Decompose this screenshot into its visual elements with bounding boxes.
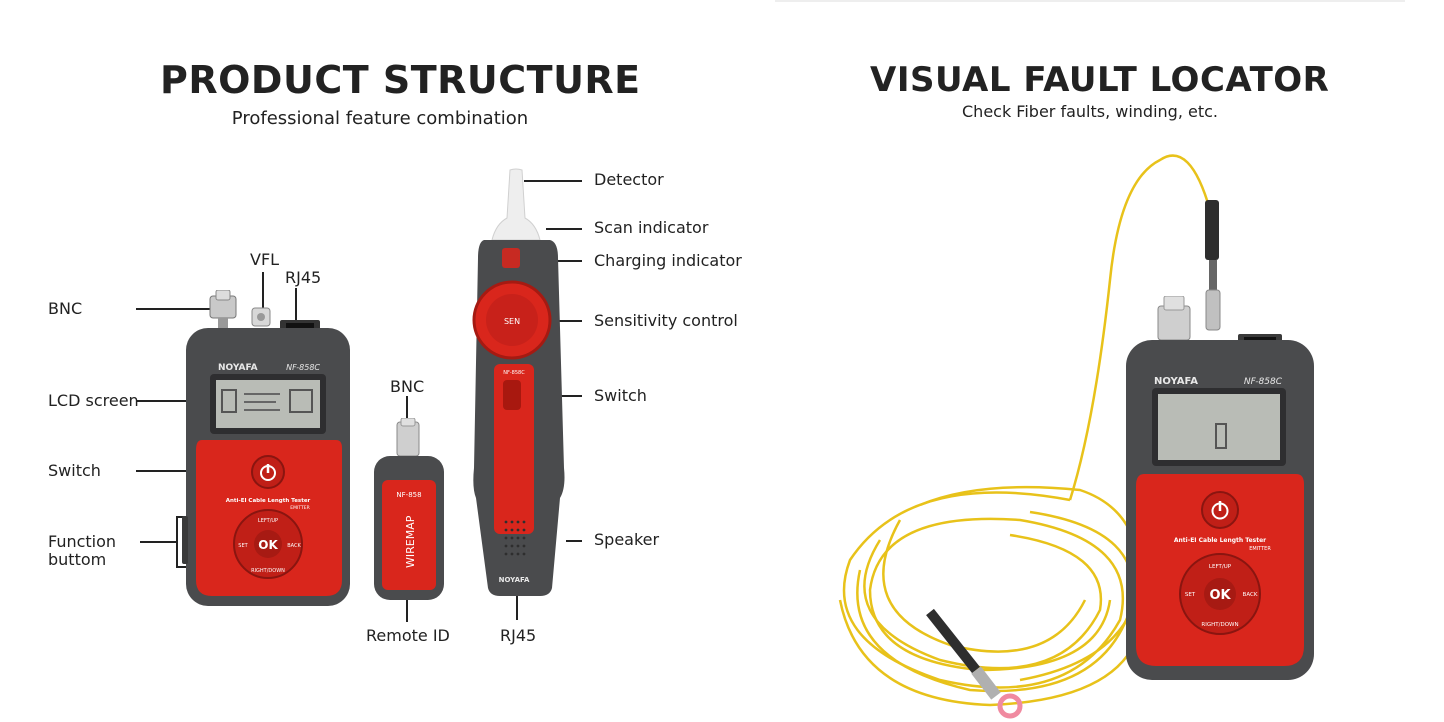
probe-switch[interactable] [503, 380, 521, 410]
tester-main-unit: OK SET BACK LEFT/UP RIGHT/DOWN NOYAFA NF… [182, 290, 350, 606]
vfl-bnc-connector [1157, 296, 1191, 341]
vfl-dpad-left-label: SET [1185, 592, 1196, 598]
function-leader [140, 541, 176, 543]
brand-logo: NOYAFA [218, 363, 258, 373]
product-structure-title: PRODUCT STRUCTURE [160, 58, 641, 102]
vfl-tester-unit: NOYAFA NF-858C Anti-EI Cable Length Test… [1126, 296, 1314, 680]
scan-indicator-led [502, 248, 520, 268]
bnc-connector [209, 290, 237, 328]
scan-leader [546, 228, 582, 230]
label-scan-indicator: Scan indicator [594, 218, 709, 237]
function-bracket-top [176, 516, 188, 518]
fiber-connector-end [926, 608, 1023, 719]
vfl-ok-button[interactable] [1204, 578, 1236, 610]
label-detector: Detector [594, 170, 664, 189]
vfl-tagline-label: Anti-EI Cable Length Tester [1174, 537, 1266, 544]
label-bnc-left: BNC [48, 299, 83, 318]
label-rj45-bottom: RJ45 [500, 626, 537, 645]
bnc-mid-leader [406, 396, 408, 418]
vfl-title: VISUAL FAULT LOCATOR [870, 60, 1330, 100]
lcd-screen [216, 380, 320, 428]
vfl-lcd-screen [1158, 394, 1280, 460]
vfl-dpad-up-label: LEFT/UP [1209, 564, 1232, 570]
probe-unit: SEN NF-858C NOYAFA [472, 168, 565, 596]
vfl-dpad-down-label: RIGHT/DOWN [1201, 622, 1238, 628]
label-switch-left: Switch [48, 461, 101, 480]
remote-model-label: NF-858 [396, 491, 421, 499]
bnc-left-leader [136, 308, 216, 310]
vfl-brand-logo: NOYAFA [1154, 376, 1198, 387]
probe-brand-logo: NOYAFA [499, 576, 530, 584]
label-bnc-mid: BNC [390, 377, 425, 396]
vfl-port [251, 307, 271, 327]
vfl-ok-label: OK [1209, 588, 1231, 603]
top-divider [775, 0, 1405, 2]
label-charging-indicator: Charging indicator [594, 251, 742, 270]
dpad-down-label: RIGHT/DOWN [251, 568, 285, 574]
dpad-left-label: SET [238, 543, 248, 549]
product-structure-subtitle: Professional feature combination [231, 108, 529, 129]
label-remote-id: Remote ID [366, 626, 450, 645]
charging-leader [556, 260, 582, 262]
tagline-label: Anti-EI Cable Length Tester [226, 498, 311, 504]
remote-id-unit: NF-858 WIREMAP [374, 418, 444, 600]
speaker-leader [566, 540, 582, 542]
switch-left-leader [136, 470, 188, 472]
remote-red-panel [382, 480, 436, 590]
vfl-dpad-right-label: BACK [1243, 592, 1258, 598]
sensitivity-leader [556, 320, 582, 322]
rj45-top-leader [295, 288, 297, 324]
probe-detector-tip [491, 168, 541, 241]
label-lcd-screen: LCD screen [48, 391, 139, 410]
vfl-emitter-label: EMITTER [1249, 546, 1271, 552]
fiber-connector-top [1205, 200, 1221, 331]
sen-label: SEN [504, 317, 520, 326]
side-function-buttons[interactable] [182, 516, 188, 564]
switch-right-leader [560, 395, 582, 397]
probe-model-label: NF-858C [503, 370, 525, 376]
label-speaker: Speaker [594, 530, 660, 549]
label-function-line2: buttom [48, 550, 107, 569]
vfl-leader [262, 272, 264, 308]
label-function-line1: Function [48, 532, 117, 551]
vfl-subtitle: Check Fiber faults, winding, etc. [962, 102, 1218, 121]
rj45-bottom-leader [516, 596, 518, 620]
label-vfl: VFL [250, 250, 280, 269]
remote-id-leader [406, 600, 408, 622]
label-rj45-top: RJ45 [285, 268, 322, 287]
remote-wiremap-label: WIREMAP [404, 515, 417, 568]
dpad-right-label: BACK [287, 543, 301, 549]
sensitivity-dial[interactable]: SEN [472, 280, 552, 360]
speaker-grille [504, 520, 526, 556]
ok-label: OK [258, 538, 278, 552]
emitter-label: EMITTER [290, 505, 309, 511]
label-sensitivity-control: Sensitivity control [594, 311, 738, 330]
detector-leader [524, 180, 582, 182]
remote-bnc-connector [396, 418, 420, 457]
dpad-up-label: LEFT/UP [258, 518, 278, 524]
function-bracket-bottom [176, 566, 188, 568]
ok-button[interactable] [254, 530, 282, 558]
lcd-leader [136, 400, 186, 402]
function-bracket [176, 516, 178, 568]
vfl-model-label: NF-858C [1244, 377, 1283, 387]
label-switch-right: Switch [594, 386, 647, 405]
model-label: NF-858C [286, 363, 320, 372]
